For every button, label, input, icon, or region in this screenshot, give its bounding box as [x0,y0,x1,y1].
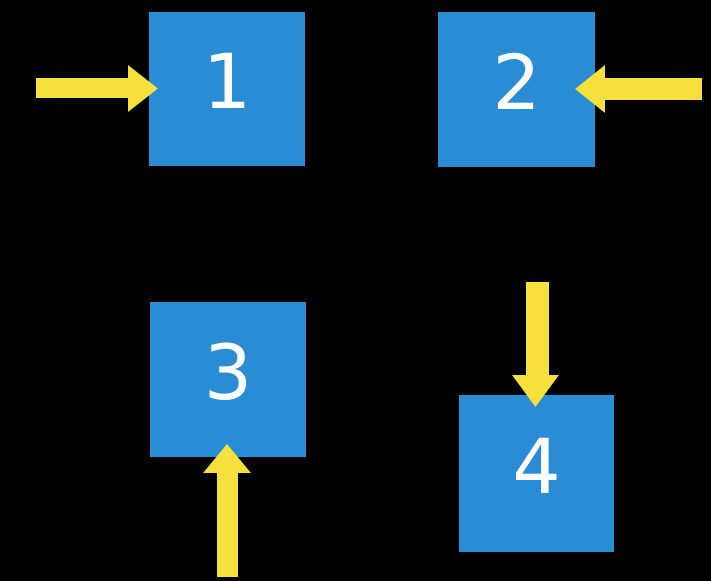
square-4: 4 [459,395,614,552]
arrow-down-icon [512,282,559,407]
square-4-label: 4 [512,421,561,511]
square-2-label: 2 [492,37,541,127]
square-2: 2 [438,12,595,167]
square-3: 3 [150,302,306,457]
square-1-label: 1 [202,37,252,126]
square-1: 1 [149,12,305,166]
arrow-right-icon [36,65,158,112]
square-3-label: 3 [203,327,253,417]
arrow-up-icon [203,444,251,577]
arrow-left-icon [575,65,702,113]
